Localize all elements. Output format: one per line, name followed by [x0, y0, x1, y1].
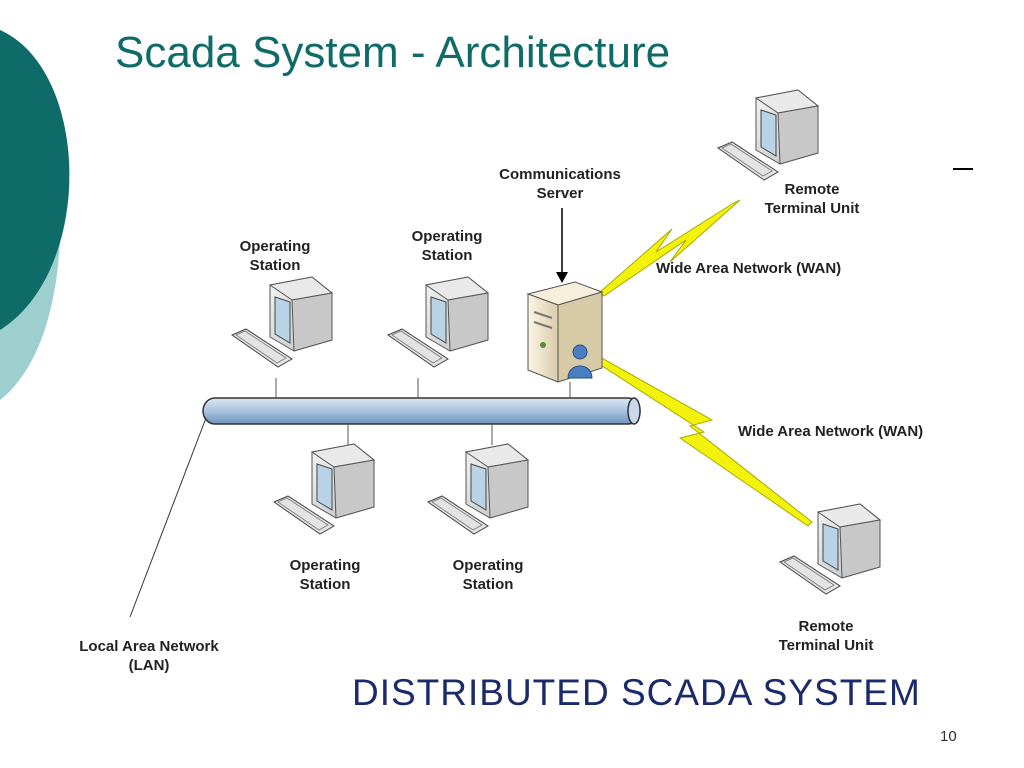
slide-title: Scada System - Architecture [115, 28, 671, 77]
slide-decoration [0, 0, 80, 768]
slide-caption: DISTRIBUTED SCADA SYSTEM [352, 672, 921, 713]
operating-station-label: Operating Station [289, 557, 361, 593]
lan-pointer-line [129, 417, 207, 618]
wan-label-top: Wide Area Network (WAN) [656, 260, 842, 277]
operating-station-icon [427, 443, 529, 535]
operating-station-label: Operating Station [452, 557, 524, 593]
lan-bus [202, 397, 641, 425]
remote-terminal-label-top: Remote Terminal Unit [764, 181, 860, 217]
comm-server-label: Communications Server [499, 166, 621, 202]
lan-label: Local Area Network (LAN) [79, 638, 219, 674]
page-number: 10 [940, 728, 957, 745]
wan-lightning-bottom [595, 356, 813, 527]
remote-terminal-label-bottom: Remote Terminal Unit [778, 618, 874, 654]
wan-label-bottom: Wide Area Network (WAN) [738, 423, 924, 440]
communications-server-icon [526, 281, 604, 383]
deco-dark-circle [0, 30, 70, 330]
operating-station-icon [273, 443, 375, 535]
dash-mark [953, 168, 973, 170]
operating-station-icon [387, 276, 489, 368]
operating-station-label: Operating Station [411, 228, 483, 264]
operating-station-icon [231, 276, 333, 368]
remote-terminal-icon [717, 89, 819, 181]
operating-station-label: Operating Station [239, 238, 311, 274]
wan-lightning-top [599, 199, 741, 297]
